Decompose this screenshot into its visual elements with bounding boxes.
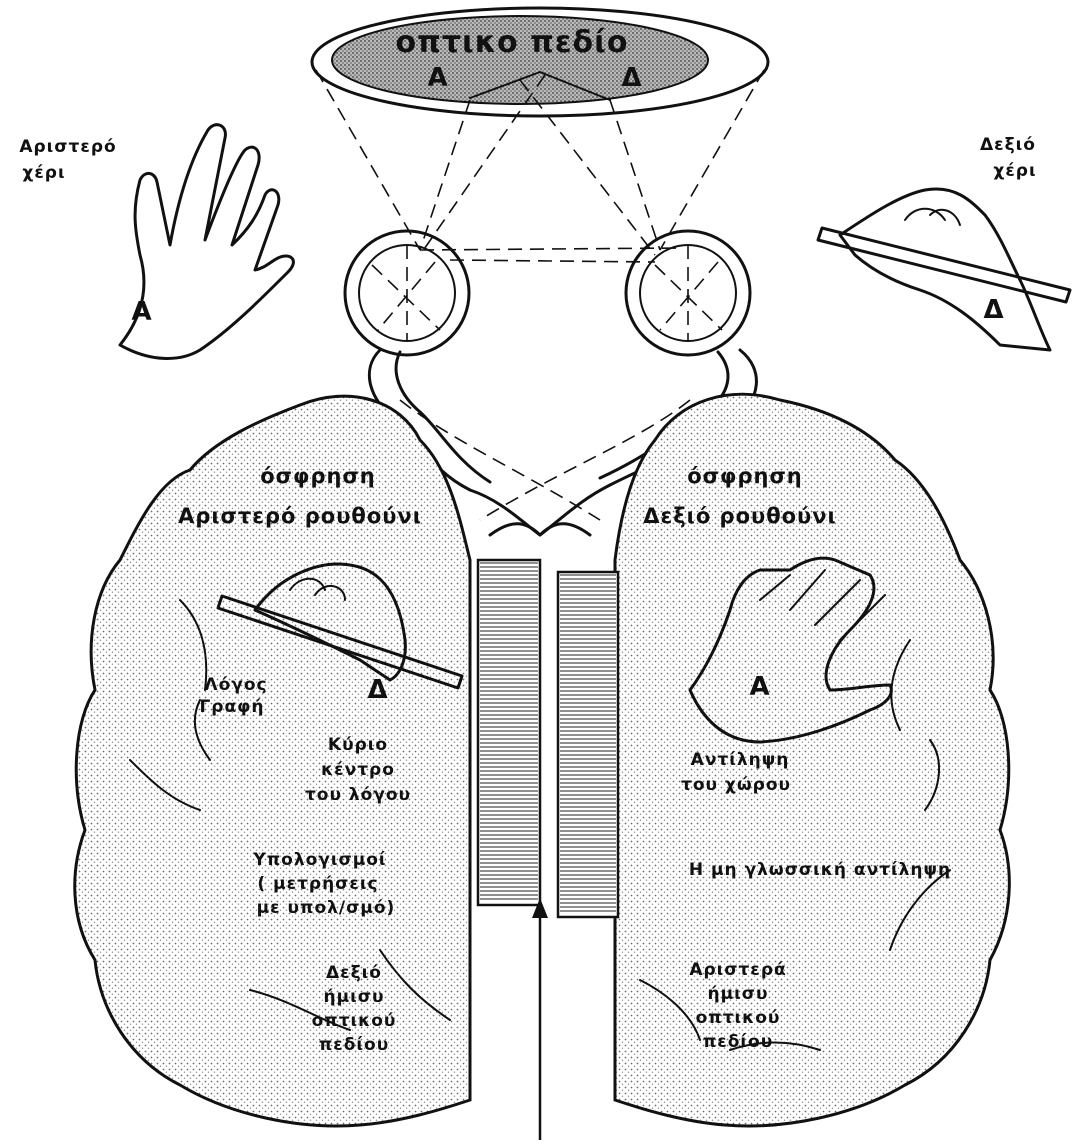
left-hand-illustration: Α [120,125,293,359]
right-smell-label: όσφρηση [687,464,803,488]
right-hand-in-brain-mark: Α [749,672,770,702]
right-space-line-2: του χώρου [681,775,791,795]
right-visual-half-line-1: Αριστερά [689,960,786,980]
left-writing-mark: Δ [367,675,388,705]
left-hand-mark: Α [131,297,152,327]
right-nostril-label: Δεξιό ρουθούνι [643,504,836,528]
right-visual-half-line-2: ήμισυ [708,984,769,1004]
left-hand-label-line-1: Αριστερό [19,137,116,157]
left-speech-line-2: Γραφή [199,697,264,717]
left-speech-center-line-3: του λόγου [305,785,411,805]
left-visual-half-line-2: ήμισυ [324,987,385,1007]
right-nonverbal-label: Η μη γλωσσική αντίληψη [689,860,951,880]
left-hand-label-line-2: χέρι [22,163,65,183]
visual-field-right-mark: Δ [621,63,642,93]
corpus-callosum-arrow-icon [532,898,548,1140]
visual-field: οπτικο πεδίο Α Δ [312,8,768,116]
left-speech-center-line-1: Κύριο [328,735,388,755]
right-hand-illustration: Δ [818,189,1070,350]
visual-field-left-mark: Α [427,63,448,93]
left-visual-half-line-3: οπτικού [312,1011,397,1031]
left-calculation-line-3: με υπολ/σμό) [257,898,396,918]
right-hand-label-line-2: χέρι [993,161,1036,181]
right-visual-half-line-3: οπτικού [696,1008,781,1028]
left-calculation-line-2: ( μετρήσεις [257,874,378,894]
left-visual-half-line-1: Δεξιό [326,963,382,983]
corpus-callosum [478,560,618,917]
right-hand-label-line-1: Δεξιό [980,135,1036,155]
left-visual-half-line-4: πεδίου [319,1035,389,1055]
right-space-line-1: Αντίληψη [691,750,790,770]
left-nostril-label: Αριστερό ρουθούνι [178,504,422,528]
right-hand-pencil-icon [818,228,1070,302]
left-speech-line-1: Λόγος [204,675,267,695]
right-visual-half-line-4: πεδίου [703,1032,773,1052]
left-speech-center-line-2: κέντρο [321,760,395,780]
left-smell-label: όσφρηση [260,464,376,488]
visual-field-title: οπτικο πεδίο [396,25,629,60]
left-calculation-line-1: Υπολογισμοί [252,850,386,870]
right-hand-mark: Δ [983,295,1004,325]
